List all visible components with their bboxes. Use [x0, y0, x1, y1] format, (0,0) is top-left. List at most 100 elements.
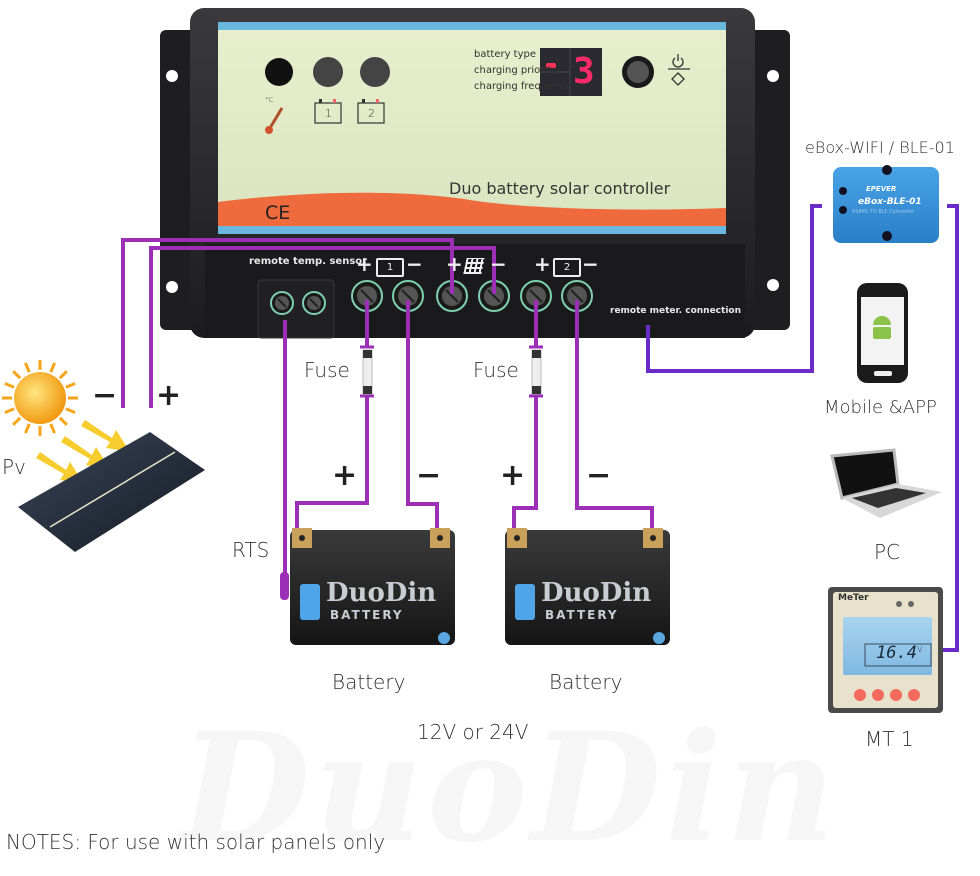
terminal-screw — [561, 280, 593, 312]
ebox-brand: EPEVER — [866, 185, 897, 193]
led-label-charging-priority: charging priority — [474, 65, 557, 76]
mount-hole-icon — [767, 70, 779, 82]
led-label-battery-type: battery type — [474, 49, 537, 60]
mount-hole-icon — [166, 70, 178, 82]
temp-led — [265, 58, 293, 86]
fuse-1 — [360, 345, 374, 398]
battery-1-plus-sign: + — [332, 458, 358, 493]
terminal-pv-plus: + — [446, 252, 463, 276]
remote-temp-sensor-label: remote temp. sensor — [249, 256, 368, 267]
voltage-label: 12V or 24V — [417, 720, 529, 744]
terminal-bat2-plus: + — [534, 252, 551, 276]
sun-icon — [2, 360, 78, 436]
ebox-desc: RS485 TO BLE Converter — [852, 209, 915, 215]
wire-bat2-plus — [512, 396, 538, 540]
ebox-device — [833, 165, 939, 243]
wire-ebox-to-mt1 — [943, 204, 959, 652]
meter-button — [908, 689, 920, 701]
terminal-screw — [436, 280, 468, 312]
battery-1-brand: DuoDin — [326, 578, 437, 608]
orange-stripe — [218, 192, 726, 226]
ce-mark: CE — [265, 202, 291, 224]
wire-bat2-minus — [575, 300, 654, 540]
power-icon — [668, 54, 690, 86]
rts-label: RTS — [232, 538, 270, 562]
sunlight-arrows-icon — [36, 420, 130, 484]
mode-indicator-led — [546, 63, 556, 68]
terminal-bat1-plus: + — [356, 252, 373, 276]
mount-ear-right — [746, 30, 790, 330]
meter-button — [854, 689, 866, 701]
mount-hole-icon — [166, 281, 178, 293]
terminal-bat1-badge: 1 — [376, 258, 404, 277]
rts-probe — [280, 572, 289, 600]
terminal-screw — [478, 280, 510, 312]
ebox-model: eBox-BLE-01 — [858, 197, 922, 207]
laptop-icon — [830, 448, 942, 518]
remote-meter-label: remote meter. connection — [610, 306, 741, 316]
battery-2 — [505, 528, 670, 645]
battery-charge-icon — [300, 584, 320, 620]
battery-2-sub: BATTERY — [545, 608, 619, 622]
wire-bat1-minus — [406, 300, 439, 540]
battery-1 — [290, 528, 455, 645]
meter-reading: 16.4 — [876, 643, 917, 663]
mt1-label: MT 1 — [865, 727, 914, 751]
terminal-bat2-minus: − — [582, 252, 599, 276]
meter-brand: MeTer — [838, 593, 869, 603]
meter-button — [890, 689, 902, 701]
temp-unit-label: °C — [265, 96, 274, 104]
battery-2-brand: DuoDin — [541, 578, 652, 608]
mobile-app-label: Mobile &APP — [824, 397, 937, 418]
battery-1-led — [313, 57, 343, 87]
meter-unit: V — [917, 645, 923, 654]
wire-bat1-plus — [295, 396, 369, 540]
mobile-phone-icon — [857, 283, 908, 383]
wires — [121, 238, 654, 598]
wire-meter-to-ebox — [646, 204, 822, 373]
battery-1-label: Battery — [332, 670, 406, 694]
ebox-title: eBox-WIFI / BLE-01 — [805, 138, 955, 157]
notes-text: NOTES: For use with solar panels only — [6, 830, 386, 854]
led-label-charging-frequence: charging frequence — [474, 81, 572, 92]
pv-plus-sign: + — [156, 378, 182, 413]
battery-2-plus-sign: + — [500, 458, 526, 493]
battery-1-minus-sign: − — [416, 458, 442, 493]
temp-sensor-screw — [270, 291, 294, 315]
solar-controller — [160, 8, 790, 339]
display-digit: 3 — [573, 51, 595, 92]
battery-2-icon — [357, 99, 385, 124]
battery-1-number: 1 — [325, 107, 332, 120]
terminal-pv-minus: − — [490, 252, 507, 276]
android-icon — [873, 316, 891, 339]
thermometer-icon — [265, 107, 284, 134]
temp-sensor-screw — [302, 291, 326, 315]
fuse-2-label: Fuse — [473, 358, 519, 382]
led-legend: battery type charging priority charging … — [474, 47, 572, 95]
battery-charge-icon — [515, 584, 535, 620]
battery-2-label: Battery — [549, 670, 623, 694]
controller-title: Duo battery solar controller — [449, 179, 671, 198]
watermark: DuoDin — [180, 700, 840, 876]
mount-hole-icon — [767, 279, 779, 291]
wire-pv-positive — [149, 246, 496, 408]
fuse-1-label: Fuse — [304, 358, 350, 382]
mt1-meter — [828, 587, 943, 713]
solar-panel-icon — [463, 258, 485, 274]
meter-button — [872, 689, 884, 701]
pc-label: PC — [874, 540, 901, 564]
wire-pv-negative — [121, 238, 454, 408]
pv-label: Pv — [2, 455, 26, 479]
battery-2-led — [360, 57, 390, 87]
terminal-screw — [351, 280, 383, 312]
fuse-2 — [529, 345, 543, 398]
battery-2-number: 2 — [368, 107, 375, 120]
battery-2-minus-sign: − — [586, 458, 612, 493]
terminal-bat1-minus: − — [406, 252, 423, 276]
solar-panel — [18, 432, 205, 552]
terminal-bat2-badge: 2 — [553, 258, 581, 277]
battery-1-sub: BATTERY — [330, 608, 404, 622]
battery-1-icon — [314, 99, 342, 124]
pv-minus-sign: − — [92, 378, 118, 413]
